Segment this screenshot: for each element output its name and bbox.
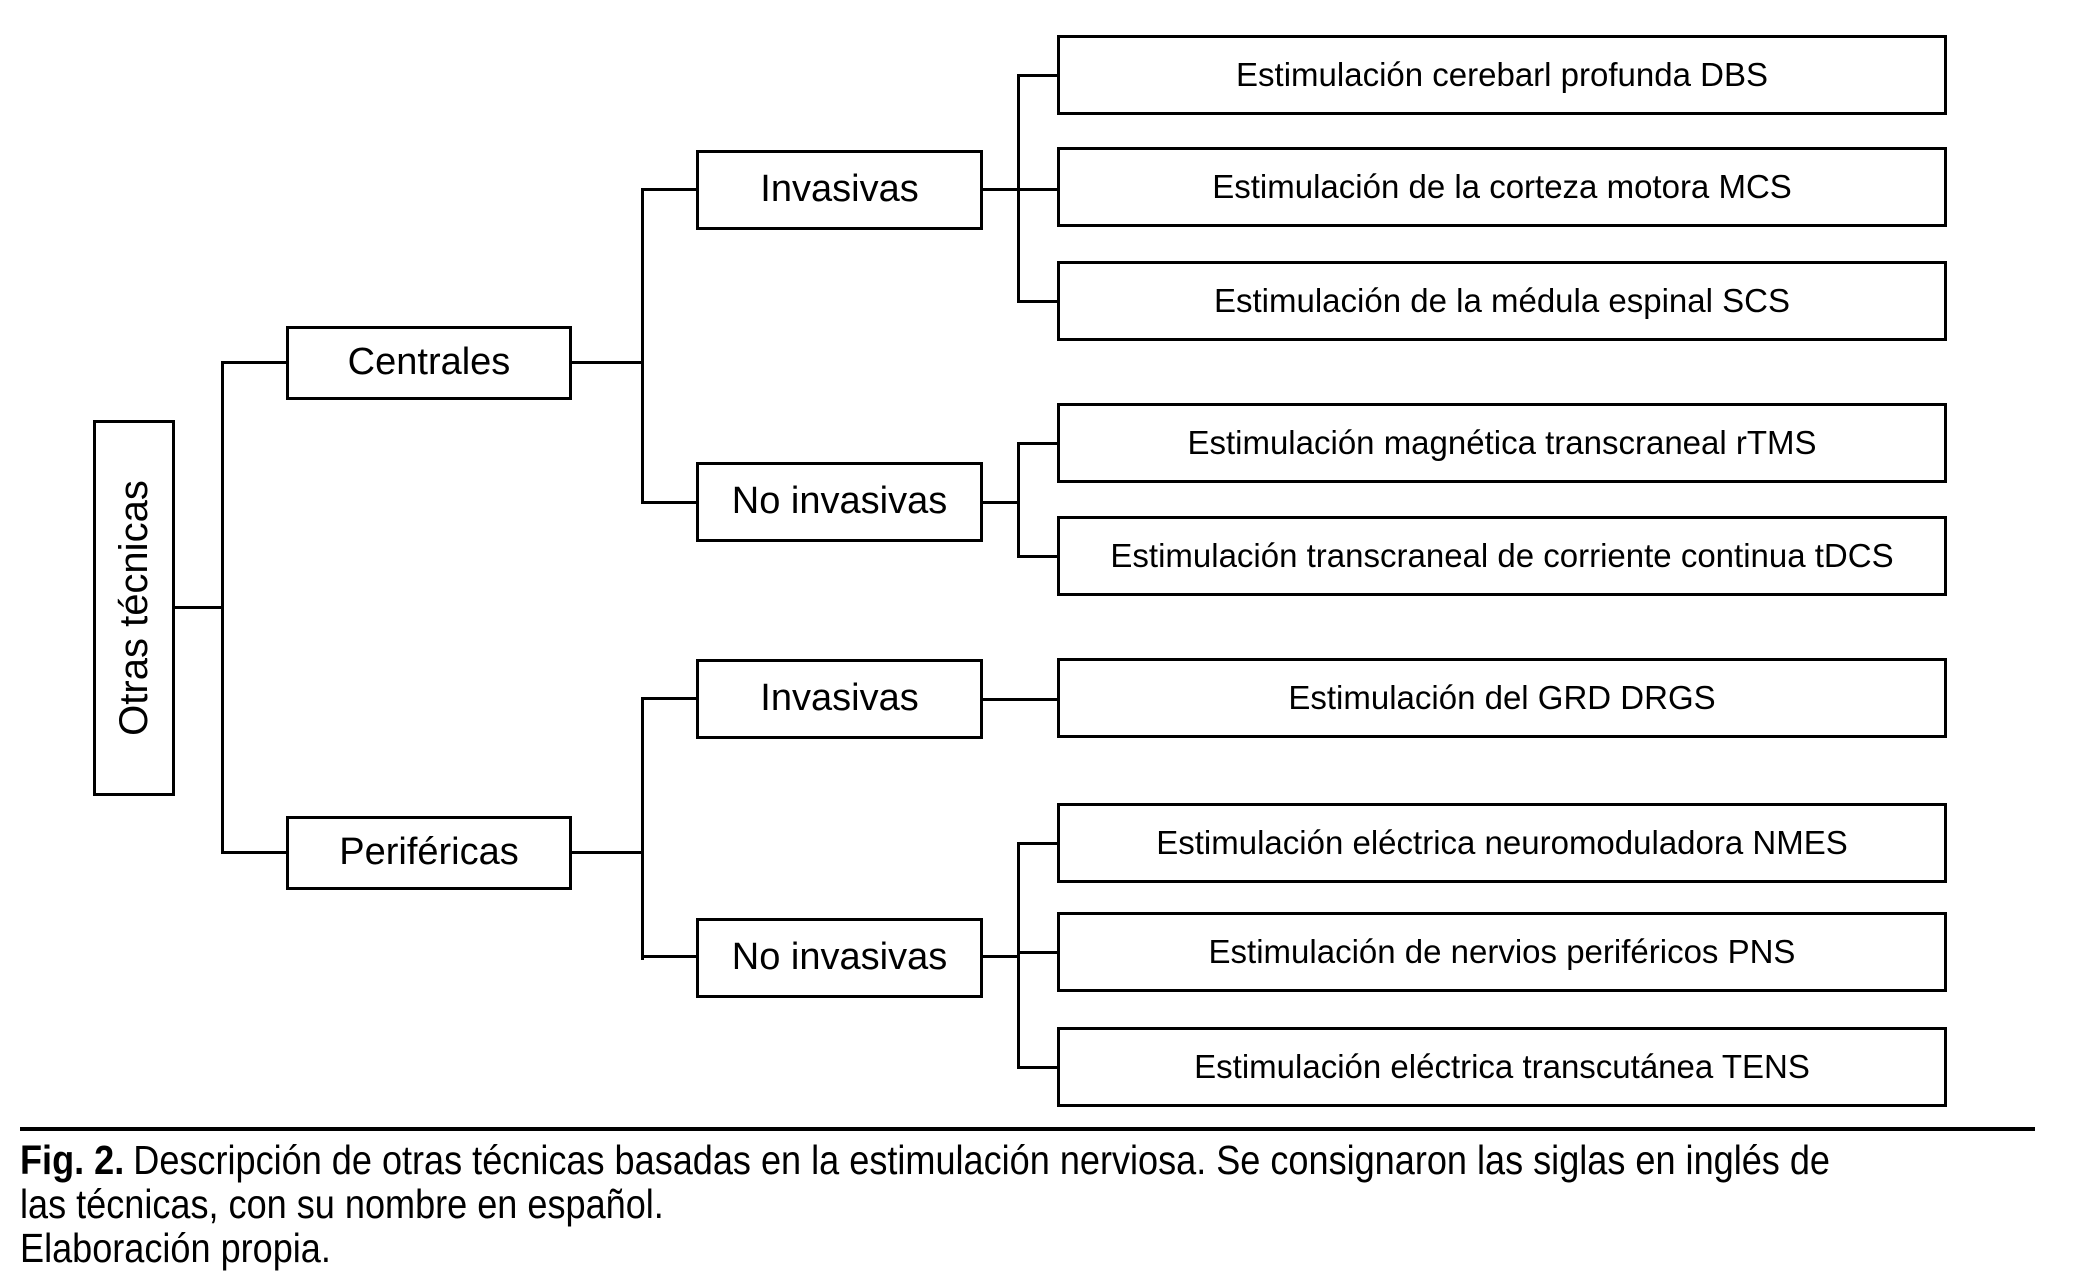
connector-line — [1017, 74, 1020, 303]
node-no-invasivas-centrales: No invasivas — [696, 462, 983, 542]
node-invasivas-perifericas: Invasivas — [696, 659, 983, 739]
node-invasivas-perifericas-label: Invasivas — [760, 677, 919, 720]
connector-line — [643, 697, 696, 700]
connector-line — [1019, 951, 1057, 954]
node-invasivas-centrales: Invasivas — [696, 150, 983, 230]
caption-line-1-text: Descripción de otras técnicas basadas en… — [133, 1137, 1830, 1183]
connector-line — [223, 361, 286, 364]
caption-line-3: Elaboración propia. — [20, 1225, 331, 1271]
node-tens: Estimulación eléctrica transcutánea TENS — [1057, 1027, 1947, 1107]
node-drgs-label: Estimulación del GRD DRGS — [1288, 678, 1716, 716]
node-centrales-label: Centrales — [347, 341, 511, 384]
node-perifericas: Periféricas — [286, 816, 572, 890]
node-dbs: Estimulación cerebarl profunda DBS — [1057, 35, 1947, 115]
connector-line — [175, 606, 223, 609]
connector-line — [1017, 842, 1020, 1069]
connector-line — [1019, 442, 1057, 445]
connector-line — [572, 361, 643, 364]
node-pns-label: Estimulación de nervios periféricos PNS — [1208, 932, 1796, 970]
connector-line — [1019, 842, 1057, 845]
node-mcs-label: Estimulación de la corteza motora MCS — [1212, 167, 1792, 205]
connector-line — [983, 501, 1019, 504]
connector-line — [221, 361, 224, 854]
connector-line — [643, 188, 696, 191]
connector-line — [1019, 74, 1057, 77]
caption-divider — [20, 1127, 2035, 1131]
node-tdcs-label: Estimulación transcraneal de corriente c… — [1110, 536, 1894, 574]
caption-fig-label: Fig. 2. — [20, 1137, 125, 1183]
node-nmes: Estimulación eléctrica neuromoduladora N… — [1057, 803, 1947, 883]
connector-line — [572, 851, 643, 854]
node-no-invasivas-perifericas: No invasivas — [696, 918, 983, 998]
connector-line — [643, 955, 696, 958]
node-drgs: Estimulación del GRD DRGS — [1057, 658, 1947, 738]
connector-line — [641, 697, 644, 960]
node-no-invasivas-centrales-label: No invasivas — [731, 480, 948, 523]
connector-line — [983, 955, 1019, 958]
connector-line — [1017, 442, 1020, 558]
connector-line — [1019, 1066, 1057, 1069]
connector-line — [1019, 300, 1057, 303]
node-otras-tecnicas: Otras técnicas — [93, 420, 175, 796]
figure-caption: Fig. 2.Descripción de otras técnicas bas… — [20, 1138, 2077, 1270]
node-perifericas-label: Periféricas — [339, 831, 519, 874]
node-no-invasivas-perifericas-label: No invasivas — [731, 936, 948, 979]
node-scs: Estimulación de la médula espinal SCS — [1057, 261, 1947, 341]
node-scs-label: Estimulación de la médula espinal SCS — [1214, 281, 1790, 319]
node-mcs: Estimulación de la corteza motora MCS — [1057, 147, 1947, 227]
node-tens-label: Estimulación eléctrica transcutánea TENS — [1194, 1047, 1810, 1085]
caption-line-2: las técnicas, con su nombre en español. — [20, 1181, 664, 1227]
node-invasivas-centrales-label: Invasivas — [760, 168, 919, 211]
node-dbs-label: Estimulación cerebarl profunda DBS — [1236, 55, 1768, 93]
node-nmes-label: Estimulación eléctrica neuromoduladora N… — [1156, 823, 1848, 861]
connector-line — [983, 698, 1057, 701]
connector-line — [223, 851, 286, 854]
connector-line — [641, 188, 644, 504]
node-tdcs: Estimulación transcraneal de corriente c… — [1057, 516, 1947, 596]
connector-line — [1019, 188, 1057, 191]
node-centrales: Centrales — [286, 326, 572, 400]
connector-line — [1019, 555, 1057, 558]
node-otras-tecnicas-label: Otras técnicas — [112, 480, 156, 736]
node-pns: Estimulación de nervios periféricos PNS — [1057, 912, 1947, 992]
connector-line — [643, 501, 696, 504]
connector-line — [983, 188, 1019, 191]
node-rtms: Estimulación magnética transcraneal rTMS — [1057, 403, 1947, 483]
caption-line-1: Fig. 2.Descripción de otras técnicas bas… — [20, 1138, 1830, 1182]
node-rtms-label: Estimulación magnética transcraneal rTMS — [1187, 423, 1817, 461]
